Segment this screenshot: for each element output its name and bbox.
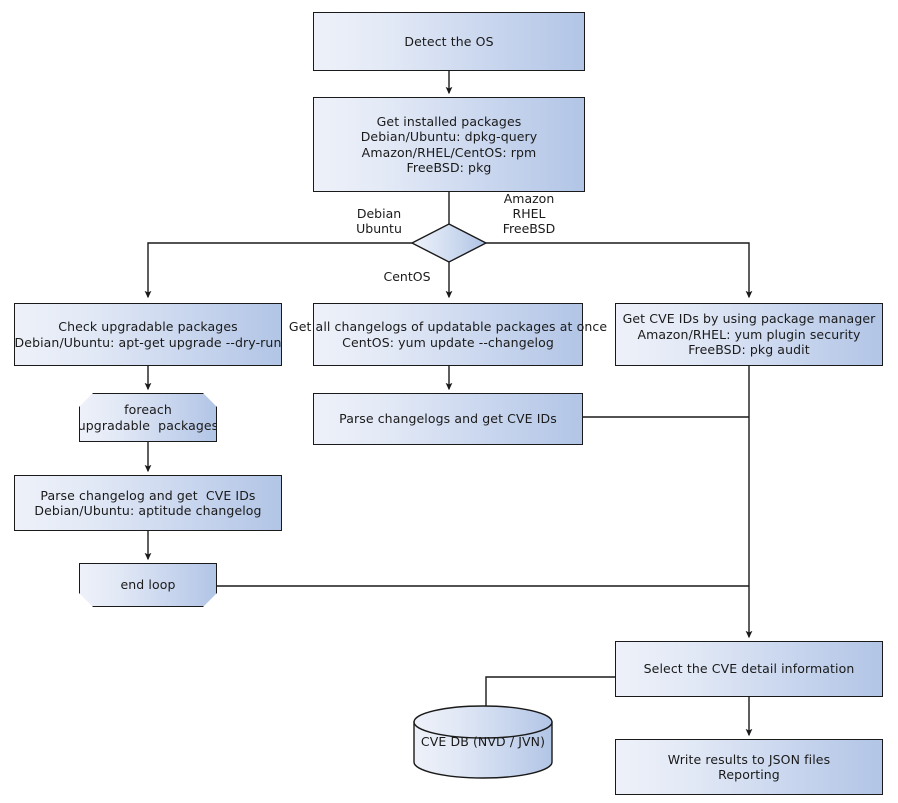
edge-label-centos: CentOS	[383, 269, 431, 284]
node-cve-db-label: CVE DB (NVD / JVN)	[420, 734, 546, 750]
node-select-cve-detail-label: Select the CVE detail information	[643, 661, 855, 677]
node-check-upgradable-packages[interactable]: Check upgradable packages Debian/Ubuntu:…	[14, 303, 282, 366]
node-foreach-loop-start[interactable]: foreach upgradable packages	[79, 393, 217, 442]
node-end-loop-label: end loop	[120, 577, 176, 593]
node-detect-os-label: Detect the OS	[404, 33, 494, 49]
node-get-installed-packages[interactable]: Get installed packages Debian/Ubuntu: dp…	[313, 97, 585, 192]
node-get-all-changelogs[interactable]: Get all changelogs of updatable packages…	[289, 303, 607, 366]
os-decision-diamond[interactable]	[410, 223, 488, 263]
node-get-installed-packages-label: Get installed packages Debian/Ubuntu: dp…	[360, 113, 538, 176]
node-parse-changelogs-center-label: Parse changelogs and get CVE IDs	[339, 411, 557, 427]
node-write-results[interactable]: Write results to JSON files Reporting	[615, 739, 883, 795]
node-get-cve-ids-package-manager-label: Get CVE IDs by using package manager Ama…	[622, 311, 876, 358]
node-check-upgradable-packages-label: Check upgradable packages Debian/Ubuntu:…	[14, 319, 282, 350]
edge-label-amazon-rhel-freebsd: Amazon RHEL FreeBSD	[502, 191, 556, 236]
node-parse-changelog-left[interactable]: Parse changelog and get CVE IDs Debian/U…	[14, 475, 282, 531]
node-select-cve-detail[interactable]: Select the CVE detail information	[615, 641, 883, 697]
node-parse-changelogs-center[interactable]: Parse changelogs and get CVE IDs	[313, 393, 583, 445]
node-detect-os[interactable]: Detect the OS	[313, 12, 585, 71]
node-end-loop[interactable]: end loop	[79, 563, 217, 607]
edge-label-debian-ubuntu: Debian Ubuntu	[356, 206, 402, 236]
node-get-cve-ids-package-manager[interactable]: Get CVE IDs by using package manager Ama…	[615, 303, 883, 366]
edge-decision-left	[144, 242, 412, 299]
node-parse-changelog-left-label: Parse changelog and get CVE IDs Debian/U…	[34, 487, 262, 519]
edge-decision-right	[486, 242, 753, 299]
node-foreach-loop-start-label: foreach upgradable packages	[77, 402, 219, 433]
node-cve-db[interactable]: CVE DB (NVD / JVN)	[414, 706, 552, 778]
node-write-results-label: Write results to JSON files Reporting	[667, 751, 831, 783]
node-get-all-changelogs-label: Get all changelogs of updatable packages…	[288, 319, 608, 350]
